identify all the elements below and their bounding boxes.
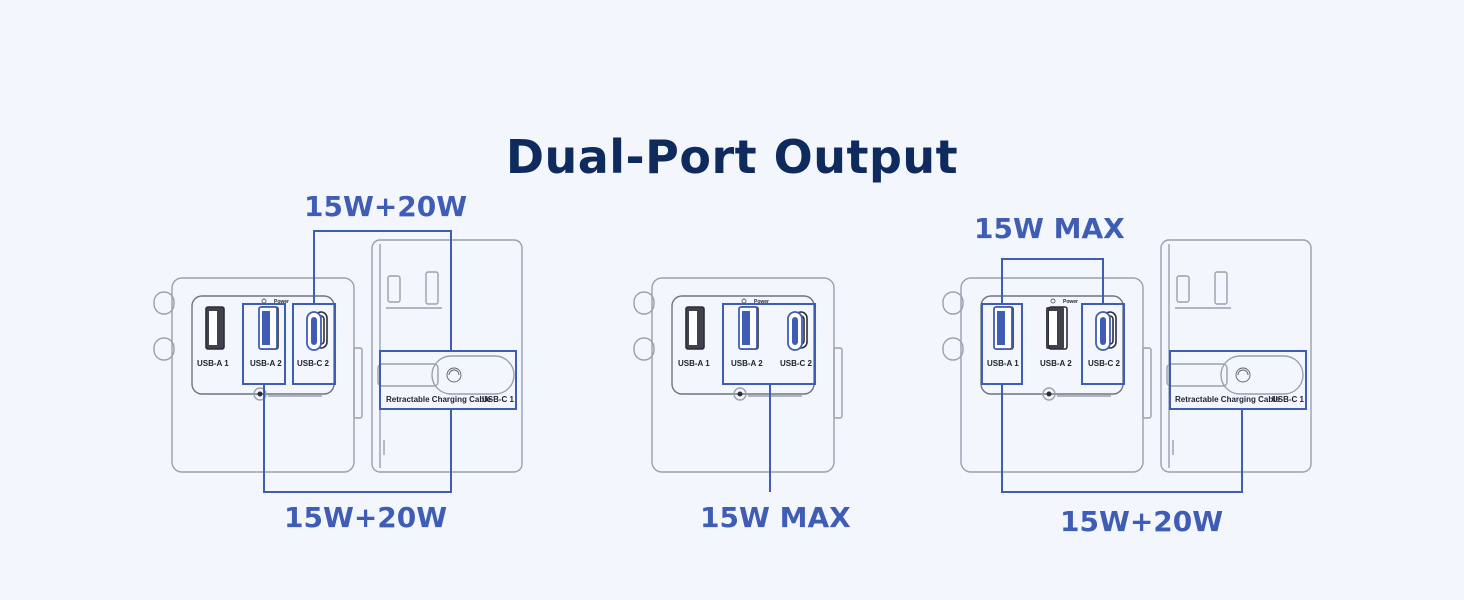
svg-text:Retractable Charging Cable: Retractable Charging Cable bbox=[1175, 395, 1280, 404]
svg-text:USB-C 1: USB-C 1 bbox=[482, 395, 515, 404]
svg-text:USB-C 1: USB-C 1 bbox=[1272, 395, 1305, 404]
bottom-connector bbox=[263, 384, 452, 493]
adapter bbox=[942, 277, 1152, 473]
config-1-top-label: 15W+20W bbox=[304, 190, 468, 223]
svg-text:USB-A 2: USB-A 2 bbox=[250, 359, 282, 368]
usb-a1-port[interactable]: USB-A 1 bbox=[197, 307, 229, 368]
usb-a1-port[interactable]: USB-A 1 bbox=[678, 307, 710, 368]
config-3: USB-A 1 USB-A 2 USB-C 2 Power Retractabl… bbox=[942, 239, 1312, 493]
config-2-bottom-label: 15W MAX bbox=[700, 501, 851, 534]
svg-text:USB-C 2: USB-C 2 bbox=[1088, 359, 1121, 368]
bottom-connector bbox=[1001, 384, 1243, 493]
top-connector bbox=[1001, 258, 1104, 304]
usb-a1-port[interactable]: USB-A 1 bbox=[987, 306, 1019, 368]
usb-c2-port[interactable]: USB-C 2 bbox=[297, 311, 330, 368]
power-indicator: Power bbox=[1063, 299, 1078, 305]
page-title: Dual-Port Output bbox=[505, 130, 959, 184]
top-connector bbox=[313, 230, 452, 351]
usb-c1-cable-highlight bbox=[1169, 350, 1307, 410]
svg-text:USB-A 1: USB-A 1 bbox=[987, 359, 1019, 368]
svg-text:USB-A 1: USB-A 1 bbox=[678, 359, 710, 368]
usb-a2-port[interactable]: USB-A 2 bbox=[731, 306, 763, 368]
usb-c1-cable[interactable]: Retractable Charging Cable USB-C 1 bbox=[386, 395, 515, 404]
side-unit bbox=[371, 239, 523, 473]
svg-text:USB-C 2: USB-C 2 bbox=[780, 359, 813, 368]
config-1: USB-A 1 USB-A 2 USB-C 2 Power Retractabl… bbox=[153, 230, 523, 493]
usb-c2-port[interactable]: USB-C 2 bbox=[780, 311, 813, 368]
svg-text:USB-A 2: USB-A 2 bbox=[731, 359, 763, 368]
config-3-bottom-label: 15W+20W bbox=[1060, 505, 1224, 538]
config-1-bottom-label: 15W+20W bbox=[284, 501, 448, 534]
usb-c2-port[interactable]: USB-C 2 bbox=[1088, 311, 1121, 368]
adapter bbox=[153, 277, 363, 473]
usb-c1-cable[interactable]: Retractable Charging Cable USB-C 1 bbox=[1175, 395, 1305, 404]
svg-text:USB-C 2: USB-C 2 bbox=[297, 359, 330, 368]
svg-text:USB-A 1: USB-A 1 bbox=[197, 359, 229, 368]
config-3-top-label: 15W MAX bbox=[974, 212, 1125, 245]
config-2: USB-A 1 USB-A 2 USB-C 2 Power bbox=[633, 277, 843, 492]
svg-text:Retractable Charging Cable: Retractable Charging Cable bbox=[386, 395, 491, 404]
usb-a2-port[interactable]: USB-A 2 bbox=[250, 306, 282, 368]
usb-a2-port[interactable]: USB-A 2 bbox=[1040, 307, 1072, 368]
usb-c1-cable-highlight bbox=[379, 350, 517, 410]
svg-text:USB-A 2: USB-A 2 bbox=[1040, 359, 1072, 368]
power-indicator: Power bbox=[274, 299, 289, 305]
power-indicator: Power bbox=[754, 299, 769, 305]
adapter bbox=[633, 277, 843, 473]
side-unit bbox=[1160, 239, 1312, 473]
